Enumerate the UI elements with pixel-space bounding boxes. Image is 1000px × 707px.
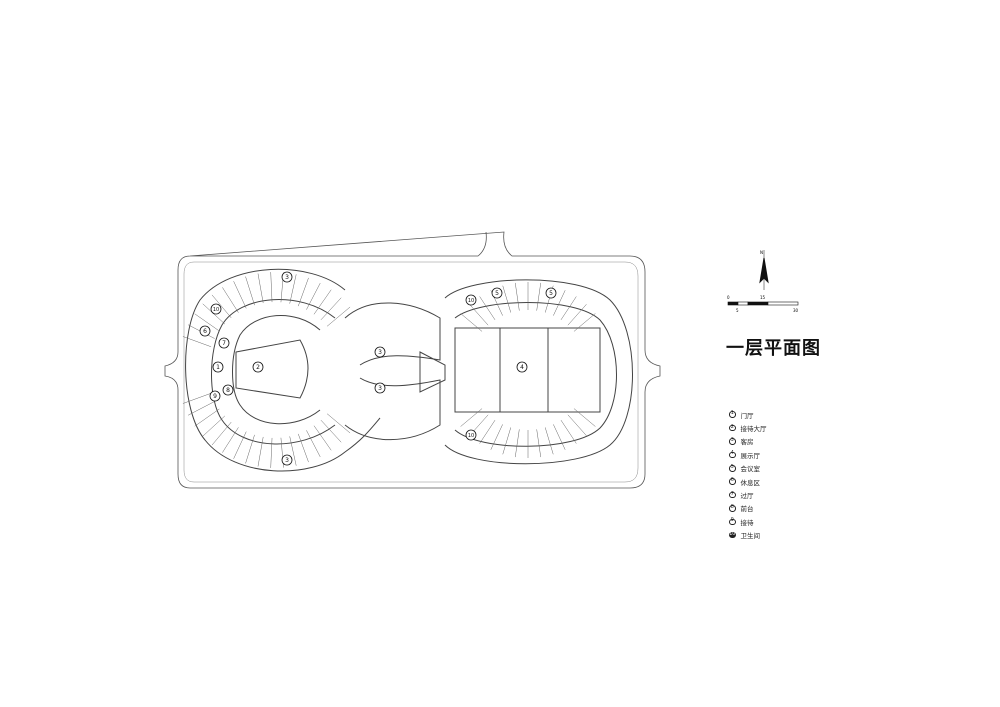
room-labels: 1 2 3 3 3 3 4 5 5 6 7 8 9 10 10 10 <box>199 271 557 466</box>
room-label-text: 3 <box>285 274 289 281</box>
scale-tick-5: 5 <box>736 308 739 313</box>
room-label-lbl-1: 1 <box>212 361 224 373</box>
legend-item: 7 过厅 <box>729 488 819 501</box>
room-label-text: 8 <box>226 387 230 394</box>
central-atrium <box>419 351 446 393</box>
legend-label: 会议室 <box>740 465 761 474</box>
room-label-text: 2 <box>256 364 260 371</box>
room-label-text: 4 <box>520 364 524 371</box>
legend-label: 接待大厅 <box>740 425 767 434</box>
lower-connector <box>344 377 441 441</box>
legend-item: 6 休息区 <box>729 475 819 488</box>
legend-label: 过厅 <box>740 492 754 501</box>
room-label-text: 3 <box>378 385 382 392</box>
legend-item: 4 展示厅 <box>729 448 819 461</box>
drawing-title: 一层平面图 <box>726 338 821 359</box>
legend-label: 休息区 <box>740 478 761 487</box>
exhibition-hall <box>454 327 601 413</box>
right-oval-outer <box>444 279 633 465</box>
legend-item: 3 客房 <box>729 435 819 448</box>
right-oval-inner <box>454 302 617 447</box>
legend-num: 1 <box>729 411 736 418</box>
room-label-lbl-2: 2 <box>252 361 264 373</box>
site-boundary <box>164 231 661 489</box>
legend-label: 卫生间 <box>740 532 761 541</box>
room-label-lbl-10b: 10 <box>465 294 477 306</box>
room-label-text: 10 <box>468 298 474 304</box>
legend-item: 8 前台 <box>729 502 819 515</box>
legend-label: 接待 <box>740 518 754 527</box>
legend-num: 9 <box>729 518 736 526</box>
room-label-lbl-9: 9 <box>209 390 221 402</box>
room-label-text: 7 <box>222 340 226 347</box>
legend-item: 5 会议室 <box>729 462 819 475</box>
room-label-lbl-4: 4 <box>516 361 528 373</box>
north-label: N <box>760 250 763 255</box>
scale-bar <box>727 301 799 306</box>
legend-num: 10 <box>729 531 736 539</box>
scale-tick-0: 0 <box>727 295 730 300</box>
room-label-text: 10 <box>213 307 219 313</box>
room-label-text: 10 <box>468 433 474 439</box>
legend-num: 3 <box>729 438 736 445</box>
legend-label: 前台 <box>740 505 754 514</box>
upper-connector <box>344 302 441 366</box>
left-ring-inner <box>211 299 336 445</box>
room-label-lbl-8: 8 <box>222 384 234 396</box>
legend-num: 5 <box>729 464 736 472</box>
legend-label: 门厅 <box>740 411 754 420</box>
room-partitions <box>182 272 596 468</box>
legend-num: 4 <box>729 451 736 459</box>
legend-item: 1 门厅 <box>729 408 819 421</box>
legend-item: 10 卫生间 <box>729 529 819 542</box>
scale-tick-30: 30 <box>793 308 799 313</box>
room-label-text: 3 <box>378 349 382 356</box>
room-label-text: 5 <box>549 290 553 297</box>
room-label-lbl-7: 7 <box>218 337 230 349</box>
legend-label: 客房 <box>740 438 754 447</box>
left-courtyard <box>232 314 321 425</box>
legend-label: 展示厅 <box>740 451 761 460</box>
legend-item: 2 接待大厅 <box>729 421 819 434</box>
site-inner-boundary <box>183 261 639 483</box>
room-label-text: 6 <box>203 328 207 335</box>
reception-wedge <box>235 339 309 399</box>
room-label-text: 1 <box>216 364 220 371</box>
room-label-lbl-3d: 3 <box>281 454 293 466</box>
room-label-lbl-3c: 3 <box>374 382 386 394</box>
room-label-lbl-3a: 3 <box>281 271 293 283</box>
room-label-text: 9 <box>213 393 217 400</box>
legend-num: 6 <box>729 478 736 485</box>
room-label-lbl-10c: 10 <box>465 429 477 441</box>
room-label-lbl-6: 6 <box>199 325 211 337</box>
legend-num: 7 <box>729 491 736 499</box>
legend-item: 9 接待 <box>729 515 819 528</box>
north-arrow <box>759 250 769 290</box>
room-label-lbl-5b: 5 <box>545 287 557 299</box>
legend-num: 2 <box>729 424 736 432</box>
scale-tick-15: 15 <box>760 295 766 300</box>
room-label-text: 3 <box>285 457 289 464</box>
room-label-lbl-3b: 3 <box>374 346 386 358</box>
room-label-text: 5 <box>495 290 499 297</box>
legend-num: 8 <box>729 505 736 512</box>
room-label-lbl-5a: 5 <box>491 287 503 299</box>
room-label-lbl-10a: 10 <box>210 303 222 315</box>
legend: 1 门厅 2 接待大厅 3 客房 4 展示厅 5 会议室 6 休息区 7 过厅 8 前台 9 接待… <box>729 408 819 542</box>
left-ring-outer <box>185 268 381 472</box>
